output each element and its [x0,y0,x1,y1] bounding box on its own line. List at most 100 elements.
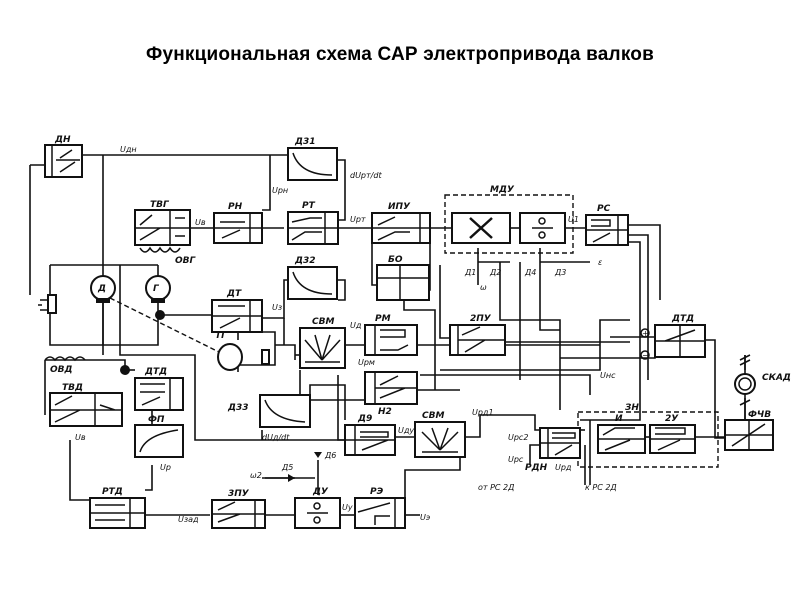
label-rtd: РТД [102,487,123,497]
signal-up1: Uрд1 [472,408,494,417]
signal-ud: Uд [350,321,362,330]
block-i[interactable] [597,424,646,454]
signal-uy: Uу [342,503,353,512]
diodes-d5-d6 [265,452,322,482]
block-bo[interactable] [376,264,430,301]
winding-ovd [44,356,130,375]
label-tvd: ТВД [62,383,83,393]
label-skad: СКАД [762,373,791,383]
label-ovg: ОВГ [175,256,197,266]
block-du[interactable] [294,497,341,529]
signal-upd: Uрд [555,463,572,472]
signal-urm: Uрм [358,358,375,367]
label-rdn: РДН [525,463,548,473]
label-dn: ДН [54,135,71,145]
label-ipu: ИПУ [388,202,411,212]
block-d9[interactable] [344,424,396,456]
sign-plus: + [642,329,649,338]
label-ne: ДТД [671,314,694,324]
signal-ur: Uр [160,463,171,472]
block-n2[interactable] [364,371,418,405]
signal-urt: Uрт [350,215,366,224]
label-ovd: ОВД [50,365,73,375]
label-d32: Д32 [294,256,316,266]
signal-udu: Uду [398,426,414,435]
label-d33: Д33 [227,403,249,413]
signal-d3: Д3 [554,268,566,277]
block-rn[interactable] [213,212,263,244]
signal-uz: Uз [272,303,282,312]
block-ne[interactable] [654,324,706,358]
signal-up3: Uрс [508,455,524,464]
label-n2: Н2 [378,407,392,417]
signal-uzad: Uзад [178,515,199,524]
signal-urn: Uрн [272,186,288,195]
signal-d1: Д1 [464,268,476,277]
signal-udn: Uдн [120,145,137,154]
signal-from-rs2d: от РС 2Д [478,483,514,492]
label-d9: Д9 [357,414,372,424]
block-svm1[interactable] [299,327,346,369]
block-rt[interactable] [287,211,339,245]
signal-omega: ω [480,283,487,292]
block-2pu[interactable] [449,324,506,356]
plus-terminal [640,328,650,338]
signal-u1: U1 [568,215,579,224]
label-fchv: ФЧВ [748,410,771,420]
label-mdu: МДУ [490,185,515,195]
label-i: И [615,414,623,424]
block-tvg[interactable] [134,209,191,253]
block-2u[interactable] [649,424,696,454]
generator-tg[interactable] [217,343,270,371]
label-2pu: 2ПУ [470,314,492,324]
block-dtd[interactable] [134,377,184,411]
label-svm1: СВМ [312,317,334,327]
motor-d[interactable] [90,275,116,303]
label-tg: ТГ [215,331,228,341]
label-rs: РС [597,204,611,214]
block-3pu[interactable] [211,499,266,529]
block-ipu[interactable] [371,212,431,244]
block-d32[interactable] [287,266,338,300]
label-2u: 2У [665,414,679,424]
motor-g[interactable] [145,275,171,320]
block-divide[interactable] [519,212,566,244]
label-dt: ДТ [226,289,242,299]
signal-w2: ω2 [250,471,262,480]
block-multiply[interactable] [451,212,511,244]
block-dt[interactable] [211,299,263,333]
block-d33[interactable] [259,394,311,428]
label-rt: РТ [302,201,316,211]
signal-d6: Д6 [324,451,336,460]
block-rm[interactable] [364,324,418,356]
label-d31: Д31 [294,137,316,147]
minus-terminal [640,350,650,360]
block-svm2[interactable] [414,421,466,458]
label-re: РЭ [370,487,384,497]
diagram-title: Функциональная схема САР электропривода … [146,44,654,65]
block-fchv[interactable] [724,419,774,451]
block-fp[interactable] [134,424,184,458]
signal-d2: Д2 [489,268,501,277]
block-re[interactable] [354,497,406,529]
label-dtd: ДТД [144,367,167,377]
label-rn: РН [228,202,243,212]
block-rdn[interactable] [539,427,581,459]
block-rs[interactable] [585,214,629,246]
block-rtd[interactable] [89,497,146,529]
signal-uns: Uнс [600,371,616,380]
block-d31[interactable] [287,147,338,181]
sensor-skad[interactable] [734,354,756,406]
label-motor-g: Г [153,284,160,294]
label-rm: РМ [375,314,391,324]
block-tvd[interactable] [49,392,123,427]
label-tvg: ТВГ [150,200,170,210]
signal-to-rs2d: к РС 2Д [585,483,617,492]
label-zn: ЗН [625,403,639,413]
sign-minus: − [642,351,649,360]
block-dn[interactable] [44,144,83,178]
label-bo: БО [388,255,403,265]
signal-ub: Uв [195,218,206,227]
signal-d4: Д4 [524,268,536,277]
